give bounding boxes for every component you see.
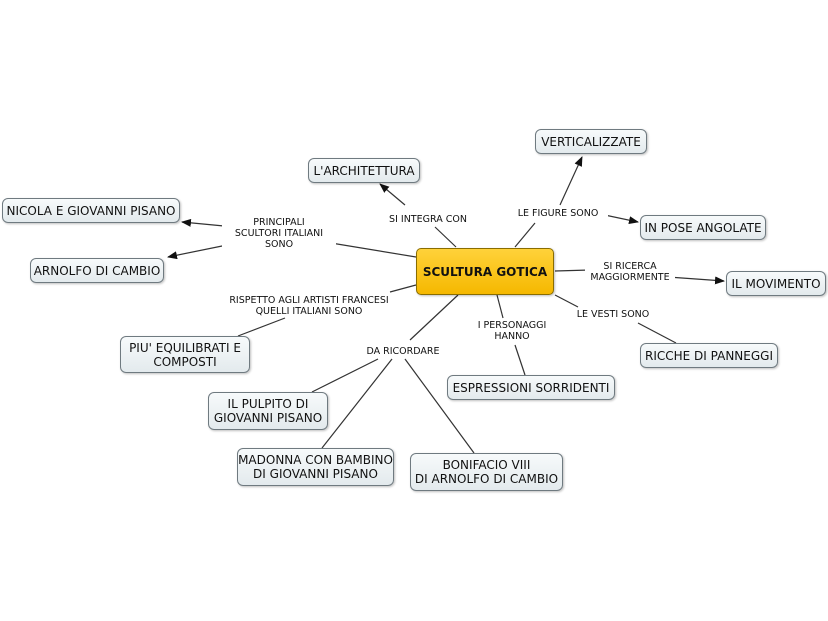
connector-line [237,317,286,337]
connector-arrow [559,156,583,206]
node-pisano[interactable]: NICOLA E GIOVANNI PISANO [2,198,180,223]
connector-line [496,294,504,319]
connector-line [514,344,526,376]
connector-line [409,294,459,341]
connector-arrow [167,244,228,260]
connector-line [321,358,393,449]
link-label-scultori: PRINCIPALI SCULTORI ITALIANI SONO [222,217,336,250]
node-espressioni-sorridenti[interactable]: ESPRESSIONI SORRIDENTI [447,375,615,400]
connector-arrow [379,183,406,206]
link-label-rispetto: RISPETTO AGLI ARTISTI FRANCESI QUELLI IT… [220,295,398,317]
link-label-figure: LE FIGURE SONO [508,208,608,219]
node-madonna[interactable]: MADONNA CON BAMBINO DI GIOVANNI PISANO [237,448,394,486]
connector-line [389,284,417,293]
node-pose-angolate[interactable]: IN POSE ANGOLATE [640,215,766,240]
node-equilibrati[interactable]: PIU' EQUILIBRATI E COMPOSTI [120,336,250,373]
node-bonifacio[interactable]: BONIFACIO VIII DI ARNOLFO DI CAMBIO [410,453,563,491]
link-label-integra: SI INTEGRA CON [381,214,475,225]
connector-line [324,241,417,258]
connector-line [554,269,591,272]
central-node[interactable]: SCULTURA GOTICA [416,248,554,295]
node-arnolfo[interactable]: ARNOLFO DI CAMBIO [30,258,164,283]
connector-line [637,322,677,344]
connector-line [404,358,475,454]
link-label-personaggi: I PERSONAGGI HANNO [470,320,554,342]
node-panneggi[interactable]: RICCHE DI PANNEGGI [640,343,778,368]
connector-line [311,358,379,393]
node-architettura[interactable]: L'ARCHITETTURA [308,158,420,183]
link-label-vesti: LE VESTI SONO [570,309,656,320]
connector-line [514,222,536,248]
node-movimento[interactable]: IL MOVIMENTO [726,271,826,296]
connector-line [434,226,457,248]
node-verticalizzate[interactable]: VERTICALIZZATE [535,129,647,154]
connector-arrow [667,276,725,285]
link-label-ricerca: SI RICERCA MAGGIORMENTE [585,261,675,283]
node-pulpito[interactable]: IL PULPITO DI GIOVANNI PISANO [208,392,328,430]
link-label-ricordare: DA RICORDARE [356,346,450,357]
connector-line [554,294,579,308]
